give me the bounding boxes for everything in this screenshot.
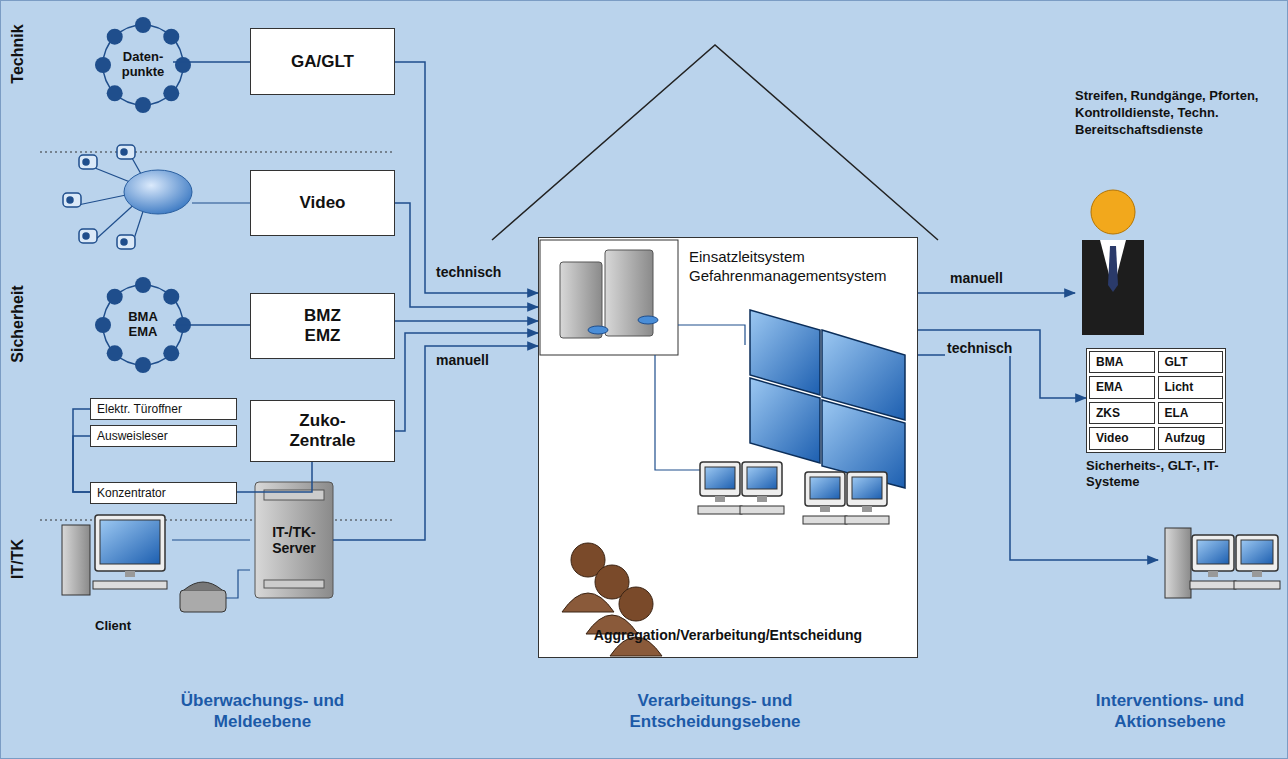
small-node: Konzentrator [90,482,237,504]
section-label: Sicherheit [9,274,27,374]
node-label: GA/GLT [291,52,354,72]
table-cell: Video [1089,427,1155,449]
edge-label: technisch [434,264,503,280]
small-node: Ausweisleser [90,425,237,447]
node-label: Aufzug [1165,431,1217,445]
node-label: BMA EMA [123,310,163,340]
connector [395,333,538,431]
connector [918,330,1086,398]
node-label: Einsatzleitsystem Gefahrenmanagementsyst… [689,248,899,286]
node-label: BMZ EMZ [293,306,353,345]
node-label: Sicherheits-, GLT-, IT-Systeme [1086,458,1226,491]
connector [173,324,250,326]
person-node: Streifen, Rundgänge, Pforten, Kontrolldi… [1075,88,1285,338]
node-label: Ausweisleser [97,429,168,443]
node-label: Licht [1165,380,1217,394]
connector [395,320,538,322]
edge-label: manuell [948,270,1005,286]
table-cell: EMA [1089,376,1155,398]
connector [73,409,90,492]
node-label: ELA [1165,406,1217,420]
level-label: Überwachungs- und Meldeebene [160,690,365,733]
box-node: Zuko- Zentrale [250,400,395,462]
table-cell: BMA [1089,351,1155,373]
node-label: Video [1096,431,1148,445]
node-label: Zuko- Zentrale [278,411,368,450]
level-label: Interventions- und Aktionsebene [1060,690,1280,733]
table-node: BMA GLT EMA LichtZKS ELA Video AufzugSicherhei… [1086,348,1226,490]
connector [173,61,250,63]
box-node: Video [250,170,395,236]
node-label: BMA [1096,355,1148,369]
table-cell: Aufzug [1158,427,1224,449]
node-label: IT-/TK- Server [263,524,325,556]
table-cell: GLT [1158,351,1224,373]
table-cell: ELA [1158,402,1224,424]
server-node: IT-/TK- Server [255,505,333,575]
connector [918,292,1075,294]
node-label: Elektr. Türoffner [97,402,182,416]
table-cell: ZKS [1089,402,1155,424]
node-label: Konzentrator [97,486,166,500]
node-label: ZKS [1096,406,1148,420]
device-label: Client [95,618,131,633]
level-label: Verarbeitungs- und Entscheidungsebene [610,690,820,733]
small-node: Elektr. Türoffner [90,398,237,420]
connector [73,436,90,492]
table-cell: Licht [1158,376,1224,398]
node-label: EMA [1096,380,1148,394]
ring-node: Daten- punkte [113,35,173,95]
edge-label: technisch [945,340,1014,356]
system-grid: BMA GLT EMA LichtZKS ELA Video Aufzug [1086,348,1226,453]
section-label: IT/TK [9,529,27,589]
edge-label: manuell [434,352,491,368]
main-node: Einsatzleitsystem Gefahrenmanagementsyst… [538,237,918,658]
node-label: Streifen, Rundgänge, Pforten, Kontrolldi… [1075,88,1280,139]
connector [395,62,538,293]
node-label: GLT [1165,355,1217,369]
node-label: Daten- punkte [116,50,170,80]
box-node: GA/GLT [250,28,395,95]
box-node: BMZ EMZ [250,293,395,359]
node-label: Video [300,193,346,213]
ring-node: BMA EMA [113,295,173,355]
connector [395,203,538,307]
connector [237,462,312,492]
node-label: Aggregation/Verarbeitung/Entscheidung [539,627,917,643]
section-label: Technik [9,14,27,94]
